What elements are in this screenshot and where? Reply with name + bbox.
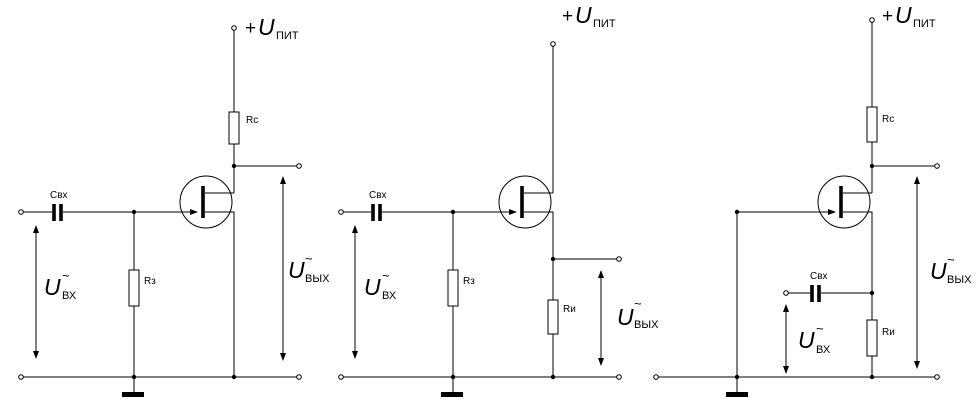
drain-resistor-label-1: Rс <box>246 115 258 126</box>
output-terminal-2 <box>616 256 622 262</box>
input-voltage-label-3: U ~ ВХ <box>798 321 831 356</box>
svg-text:U: U <box>575 2 592 28</box>
svg-text:~: ~ <box>947 252 955 267</box>
svg-text:U: U <box>364 274 381 300</box>
jfet-transistor-3 <box>737 175 873 320</box>
svg-text:~: ~ <box>634 296 642 311</box>
svg-text:ВХ: ВХ <box>816 344 831 356</box>
supply-label-3: + U ПИТ <box>882 2 936 30</box>
source-resistor-3 <box>866 319 878 357</box>
svg-text:~: ~ <box>816 321 824 336</box>
source-resistor-2 <box>547 299 559 335</box>
svg-text:+: + <box>882 6 893 27</box>
gate-resistor-label-1: Rз <box>144 276 156 287</box>
output-terminal-3 <box>934 163 940 169</box>
svg-text:U: U <box>617 304 634 330</box>
svg-text:ВЫХ: ВЫХ <box>305 273 330 285</box>
svg-text:U: U <box>44 274 61 300</box>
output-terminal-1 <box>296 163 302 169</box>
ground-terminal-left-2 <box>338 374 344 380</box>
input-capacitor-label-1: Свх <box>50 190 68 201</box>
ground-symbol-1 <box>122 392 144 397</box>
drain-resistor-3 <box>866 106 878 143</box>
input-terminal-3 <box>783 290 789 296</box>
svg-text:U: U <box>798 327 815 353</box>
ground-symbol-3 <box>726 392 748 397</box>
svg-text:U: U <box>895 2 912 28</box>
supply-terminal-1 <box>231 25 237 31</box>
svg-text:ВХ: ВХ <box>62 290 77 302</box>
circuit-common-gate: + U ПИТ Rс Свх R <box>653 2 972 397</box>
output-voltage-label-3: U ~ ВЫХ <box>930 252 972 286</box>
jfet-transistor-2 <box>453 175 554 300</box>
svg-text:ВЫХ: ВЫХ <box>947 274 972 286</box>
svg-text:ВХ: ВХ <box>382 290 397 302</box>
input-capacitor-1 <box>52 204 63 221</box>
output-voltage-label-1: U ~ ВЫХ <box>288 251 330 285</box>
supply-terminal-3 <box>869 17 875 23</box>
supply-terminal-2 <box>550 41 556 47</box>
svg-text:ВЫХ: ВЫХ <box>634 319 659 331</box>
supply-label-2: + U ПИТ <box>562 2 616 30</box>
ground-terminal-left-3 <box>653 374 659 380</box>
circuit-common-drain: + U ПИТ Rи Свх Rз <box>338 2 659 397</box>
svg-text:~: ~ <box>382 268 390 283</box>
circuit-common-source: + U ПИТ Rс Свх Rз <box>18 14 330 397</box>
ground-terminal-right-1 <box>296 374 302 380</box>
source-resistor-label-2: Rи <box>563 304 576 315</box>
svg-text:ПИТ: ПИТ <box>276 30 299 42</box>
svg-text:U: U <box>930 258 947 284</box>
ground-node-b-2 <box>550 374 556 380</box>
drain-resistor-1 <box>228 111 240 145</box>
svg-text:ПИТ: ПИТ <box>593 18 616 30</box>
svg-text:ПИТ: ПИТ <box>913 18 936 30</box>
input-voltage-label-1: U ~ ВХ <box>44 268 77 302</box>
svg-text:U: U <box>288 257 305 283</box>
input-terminal-2 <box>338 209 344 215</box>
svg-text:U: U <box>258 14 275 40</box>
input-capacitor-label-2: Свх <box>369 190 387 201</box>
svg-text:+: + <box>562 6 573 27</box>
ground-terminal-right-2 <box>616 374 622 380</box>
ground-node-b-1 <box>231 374 237 380</box>
input-terminal-1 <box>18 209 24 215</box>
input-capacitor-label-3: Свх <box>810 271 828 282</box>
source-resistor-label-3: Rи <box>882 327 895 338</box>
ground-symbol-2 <box>441 392 463 397</box>
input-capacitor-3 <box>810 285 821 302</box>
svg-text:+: + <box>245 18 256 39</box>
output-voltage-label-2: U ~ ВЫХ <box>617 296 659 331</box>
ground-terminal-left-1 <box>18 374 24 380</box>
gate-resistor-label-2: Rз <box>463 276 475 287</box>
jfet-transistor-1 <box>134 175 235 377</box>
input-voltage-label-2: U ~ ВХ <box>364 268 397 302</box>
ground-node-b-3 <box>869 374 875 380</box>
svg-text:~: ~ <box>305 251 313 266</box>
gate-resistor-1 <box>128 269 140 307</box>
supply-label-1: + U ПИТ <box>245 14 299 42</box>
input-capacitor-2 <box>371 204 382 221</box>
ground-terminal-right-3 <box>934 374 940 380</box>
drain-resistor-label-3: Rс <box>882 114 894 125</box>
gate-resistor-2 <box>447 269 459 307</box>
svg-text:~: ~ <box>62 268 70 283</box>
